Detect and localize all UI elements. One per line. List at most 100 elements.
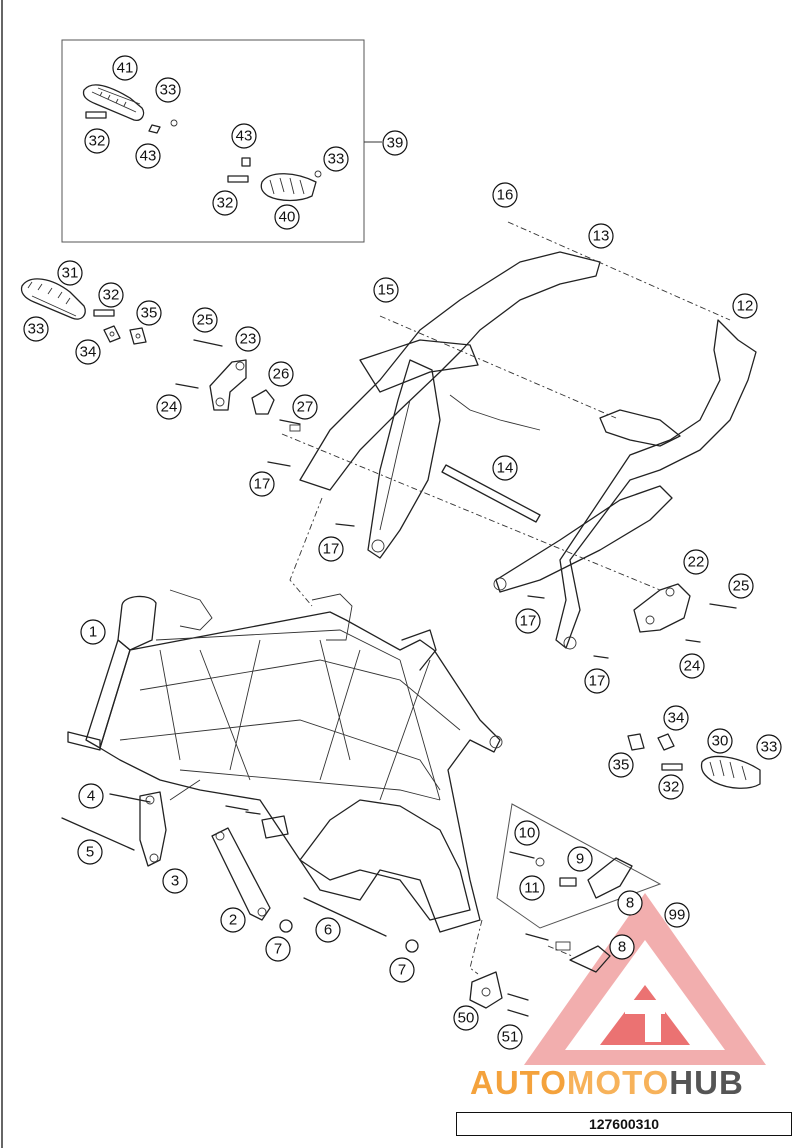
callout-33: 33 [155,77,181,103]
bolt-6 [303,897,387,937]
callout-35: 35 [608,752,634,778]
bolt-51 [507,993,529,1017]
bolt-4 [109,793,151,803]
svg-text:26: 26 [273,366,290,383]
callout-33: 33 [756,734,782,760]
part-26 [251,389,275,415]
callout-33: 33 [23,316,49,342]
svg-text:35: 35 [613,757,630,774]
callout-34: 34 [75,339,101,365]
callout-13: 13 [588,223,614,249]
bolts-left [175,339,355,527]
callout-23: 23 [235,326,261,352]
svg-text:41: 41 [117,60,134,77]
svg-text:32: 32 [89,133,106,150]
callout-9: 9 [567,846,593,872]
svg-text:32: 32 [663,779,680,796]
svg-text:7: 7 [274,941,282,958]
callout-17: 17 [584,668,610,694]
clamp-small [225,805,289,839]
bracket-50 [469,971,503,1009]
callout-24: 24 [679,653,705,679]
svg-text:33: 33 [328,151,345,168]
svg-text:43: 43 [140,148,157,165]
callout-22: 22 [683,549,709,575]
callout-30: 30 [707,728,733,754]
svg-text:24: 24 [684,658,701,675]
pin-11 [559,877,577,887]
bolt-10 [509,851,545,867]
svg-text:17: 17 [520,613,537,630]
lever-9 [587,857,633,899]
svg-text:5: 5 [86,844,94,861]
callout-17: 17 [249,471,275,497]
svg-text:23: 23 [240,331,257,348]
bolts-right [527,595,737,659]
svg-text:33: 33 [761,739,778,756]
watermark-part-hub: HUB [669,1064,744,1101]
svg-text:14: 14 [497,460,514,477]
svg-text:13: 13 [593,228,610,245]
callout-41: 41 [112,55,138,81]
bolt-5 [61,817,135,851]
callout-5: 5 [77,839,103,865]
clip-43b [241,157,322,178]
svg-text:35: 35 [141,305,158,322]
drawing-number: 127600310 [456,1112,792,1136]
callout-7: 7 [389,957,415,983]
svg-text:43: 43 [236,128,253,145]
watermark-text: AUTOMOTOHUB [470,1064,800,1102]
watermark-part-moto: MOTO [566,1064,670,1101]
hanger-2 [211,827,271,921]
callout-17: 17 [515,608,541,634]
svg-text:99: 99 [669,907,686,924]
footrest-30 [700,755,761,789]
pin-32c [93,309,115,317]
callout-39: 39 [382,130,408,156]
callout-27: 27 [292,394,318,420]
callout-31: 31 [57,260,83,286]
svg-text:34: 34 [80,344,97,361]
callout-99: 99 [664,902,690,928]
kit-box-99 [496,803,662,929]
svg-text:39: 39 [387,135,404,152]
callout-14: 14 [492,455,518,481]
pin-32a [85,111,107,119]
callout-32: 32 [658,774,684,800]
svg-text:6: 6 [324,922,332,939]
svg-text:1: 1 [89,624,97,641]
callout-51: 51 [497,1024,523,1050]
svg-text:11: 11 [524,880,540,897]
svg-text:40: 40 [279,209,296,226]
callout-43: 43 [135,143,161,169]
lever-8 [569,945,611,973]
svg-text:34: 34 [668,710,685,727]
svg-text:2: 2 [229,912,237,929]
svg-text:51: 51 [502,1029,519,1046]
bolt-8 [525,933,571,951]
nut-7b [405,939,419,953]
callout-24: 24 [156,394,182,420]
svg-text:31: 31 [62,265,79,282]
callout-7: 7 [265,936,291,962]
svg-text:16: 16 [497,187,514,204]
watermark-part-auto: AUTO [470,1064,567,1101]
watermark-logo [524,893,766,1065]
svg-text:32: 32 [217,195,234,212]
svg-text:17: 17 [589,673,606,690]
svg-text:7: 7 [398,962,406,979]
pin-32b [227,175,249,183]
callouts: 41 33 32 43 43 33 39 32 40 16 13 31 32 1… [23,55,782,1050]
plate-34a [103,325,121,343]
svg-text:22: 22 [688,554,705,571]
svg-text:32: 32 [103,287,120,304]
svg-text:17: 17 [254,476,271,493]
callout-33: 33 [323,146,349,172]
svg-text:15: 15 [378,282,395,299]
svg-text:50: 50 [458,1010,475,1027]
callout-12: 12 [732,293,758,319]
footrest-41 [82,84,145,121]
svg-text:8: 8 [626,895,634,912]
hanger-3 [139,791,167,867]
